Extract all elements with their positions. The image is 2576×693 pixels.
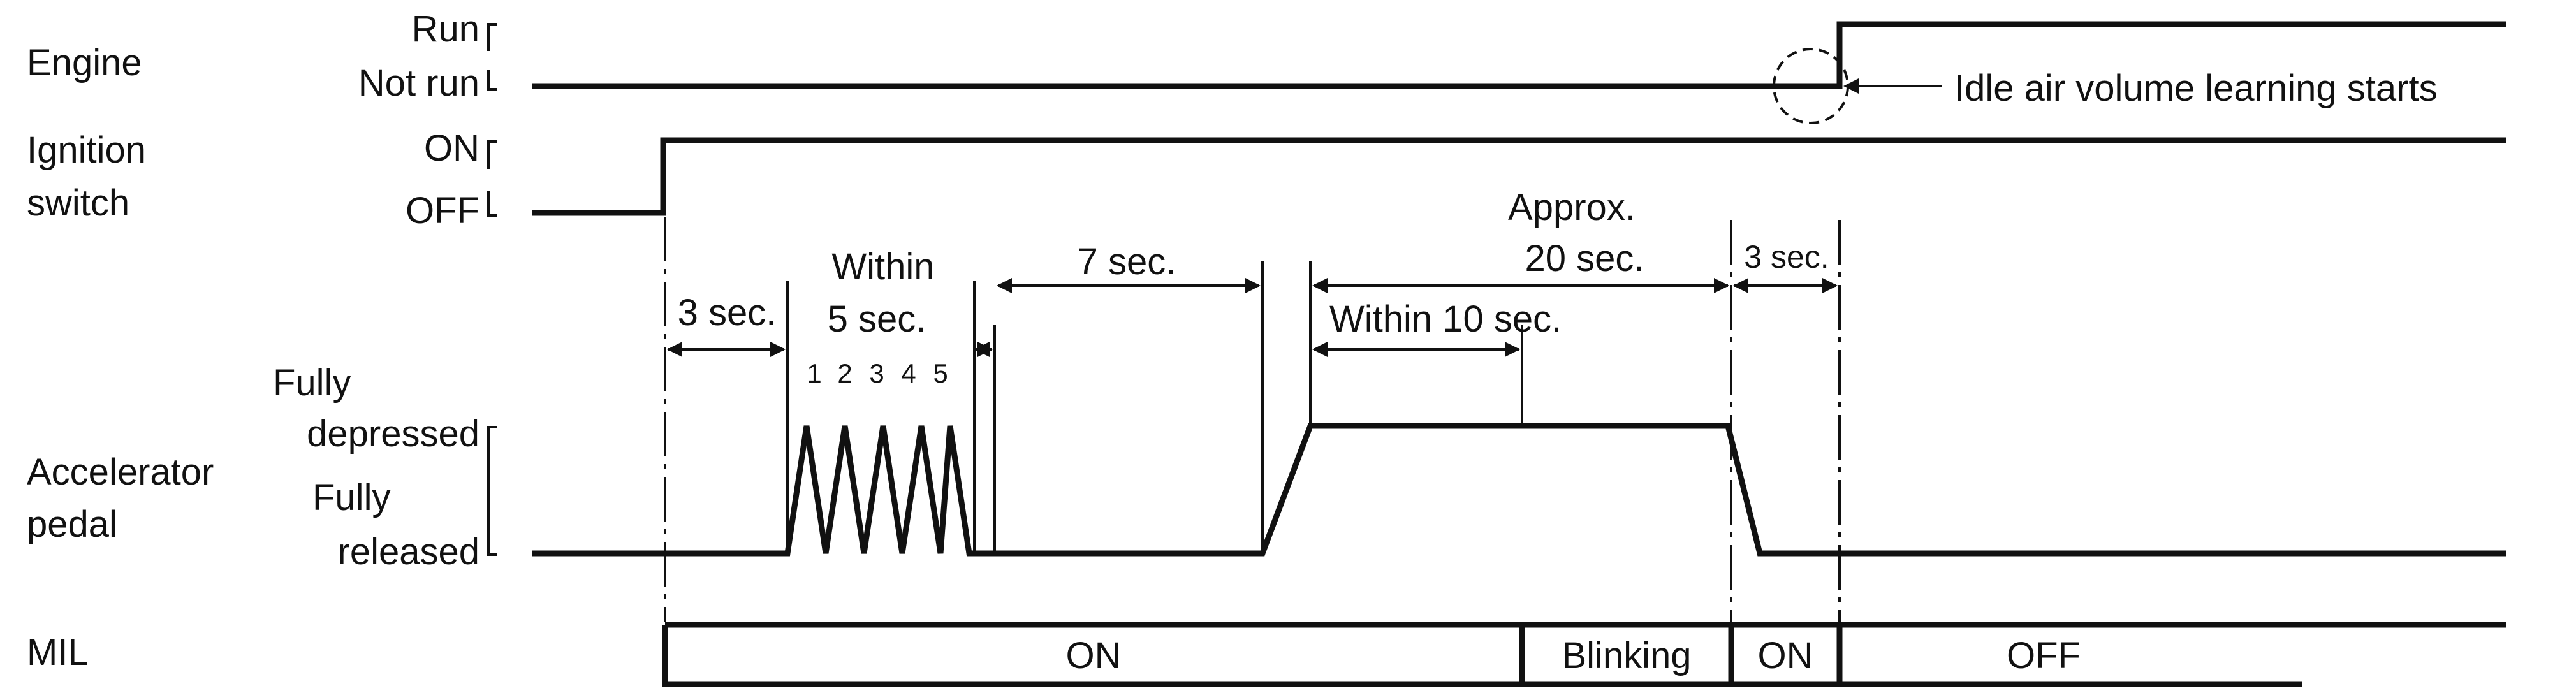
pedal-range-bracket <box>487 426 497 556</box>
timing-3-sec-final-label: 3 sec. <box>1744 239 1829 275</box>
ignition-state-on-label: ON <box>424 128 479 169</box>
ignition-signal-label-line2: switch <box>27 182 129 224</box>
press-count-1: 1 <box>807 358 821 388</box>
ignition-on-bracket <box>487 140 497 169</box>
mil-segment-on-1: ON <box>1066 635 1122 676</box>
mil-box-outline <box>662 625 2302 687</box>
mil-segment-off: OFF <box>2007 635 2081 676</box>
pedal-signal-label-line2: pedal <box>27 504 117 545</box>
mil-segment-on-2: ON <box>1758 635 1813 676</box>
engine-state-not-run-label: Not run <box>358 62 479 104</box>
pedal-state-released-line2: released <box>338 531 479 573</box>
ignition-off-bracket <box>487 191 497 217</box>
press-count-3: 3 <box>869 358 884 388</box>
press-count-2: 2 <box>837 358 852 388</box>
timing-within-10-sec-label: Within 10 sec. <box>1329 298 1562 340</box>
press-count-4: 4 <box>901 358 916 388</box>
mil-segment-blinking: Blinking <box>1562 635 1691 676</box>
engine-not-run-bracket <box>487 70 497 91</box>
mil-signal-label: MIL <box>27 632 89 673</box>
timing-approx-label: Approx. <box>1508 187 1636 228</box>
engine-signal-label: Engine <box>27 42 142 84</box>
press-count-5: 5 <box>933 358 948 388</box>
engine-run-bracket <box>487 23 497 51</box>
pedal-state-depressed-line2: depressed <box>307 413 479 455</box>
ignition-signal-label-line1: Ignition <box>27 129 146 171</box>
timing-3-sec-label: 3 sec. <box>678 292 777 333</box>
timing-7-sec-label: 7 sec. <box>1078 241 1176 282</box>
timing-20-sec-label: 20 sec. <box>1525 238 1644 279</box>
engine-waveform <box>532 21 2506 89</box>
timing-within-label: Within <box>831 246 934 288</box>
ignition-waveform <box>532 137 2506 216</box>
accelerator-pedal-waveform <box>532 423 2506 557</box>
learning-start-callout: Idle air volume learning starts <box>1954 68 2438 109</box>
pedal-signal-label-line1: Accelerator <box>27 451 214 493</box>
timing-5-sec-label: 5 sec. <box>828 298 926 340</box>
pedal-state-depressed-line1: Fully <box>273 362 351 404</box>
engine-state-run-label: Run <box>412 8 479 50</box>
pedal-state-released-line1: Fully <box>312 477 390 518</box>
ignition-state-off-label: OFF <box>406 190 479 231</box>
